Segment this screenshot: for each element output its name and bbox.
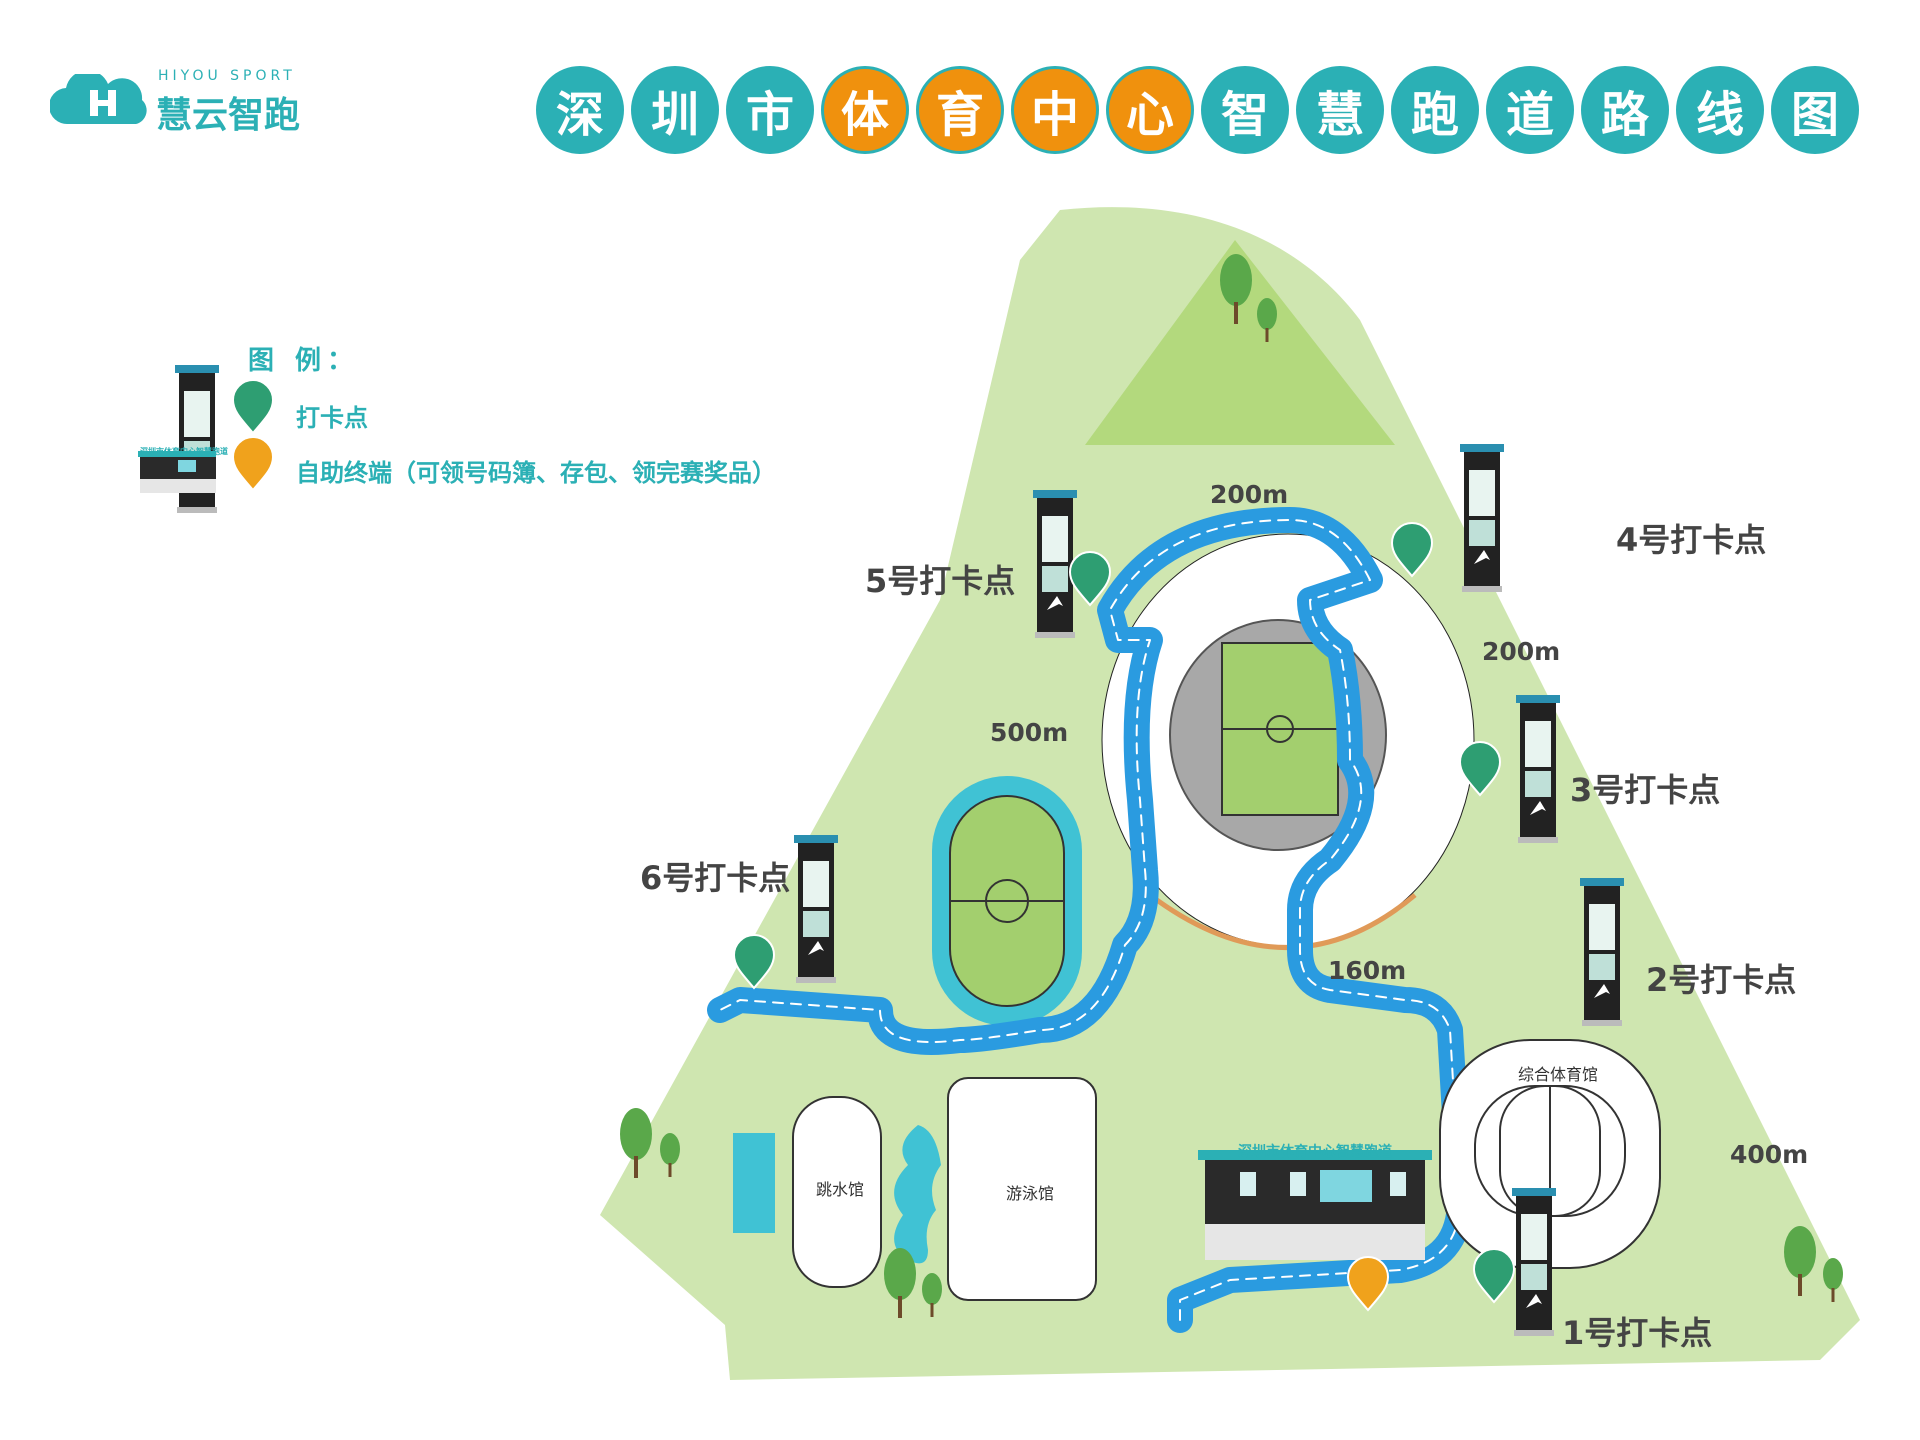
checkpoint-2-kiosk <box>1580 878 1624 1026</box>
checkpoint-label-3: 3号打卡点 <box>1570 771 1721 809</box>
checkpoint-label-5: 5号打卡点 <box>865 562 1016 600</box>
cloud-h-logo-icon <box>50 74 147 125</box>
title-char: 中 <box>1011 66 1099 154</box>
checkpoint-3-kiosk <box>1516 695 1560 843</box>
orange-arc <box>1148 892 1417 950</box>
title-char: 体 <box>821 66 909 154</box>
checkpoint-1-kiosk <box>1512 1188 1556 1336</box>
legend-checkpoint-label: 打卡点 <box>296 404 368 432</box>
legend-title: 图 例： <box>248 346 360 376</box>
distance-label: 500m <box>990 718 1069 747</box>
legend-checkpoint-pin-icon <box>231 379 275 435</box>
checkpoint-pin-icon <box>1458 741 1502 797</box>
title-char: 市 <box>726 66 814 154</box>
checkpoint-pin-icon <box>1472 1248 1516 1304</box>
legend-terminal-pin-icon <box>231 436 275 492</box>
title-char: 心 <box>1106 66 1194 154</box>
checkpoint-pin-icon <box>1390 522 1434 578</box>
venue-label-gym: 综合体育馆 <box>1518 1065 1599 1084</box>
venue-label-diving: 跳水馆 <box>816 1180 865 1199</box>
pool <box>733 1133 775 1233</box>
distance-label: 160m <box>1328 956 1407 985</box>
venue-label-swimming: 游泳馆 <box>1006 1184 1055 1203</box>
legend-terminal-kiosk <box>138 451 216 493</box>
service-terminal-kiosk <box>1198 1150 1432 1260</box>
legend-terminal-text: 自助终端（可领号码簿、存包、领完赛奖品） <box>296 459 776 487</box>
brand-english: HIYOU SPORT <box>158 68 296 84</box>
checkpoint-label-6: 6号打卡点 <box>640 859 791 897</box>
checkpoint-6-kiosk <box>794 835 838 983</box>
water-feature <box>894 1125 941 1264</box>
distance-label: 400m <box>1730 1140 1809 1169</box>
title-char: 跑 <box>1391 66 1479 154</box>
title-char: 育 <box>916 66 1004 154</box>
checkpoint-label-2: 2号打卡点 <box>1646 961 1797 999</box>
brand-chinese: 慧云智跑 <box>156 95 301 136</box>
hill <box>1085 240 1395 445</box>
checkpoint-label-1: 1号打卡点 <box>1562 1314 1713 1352</box>
swimming-hall <box>947 1077 1097 1301</box>
checkpoint-label-4: 4号打卡点 <box>1616 521 1767 559</box>
checkpoint-pin-icon <box>1068 551 1112 607</box>
terminal-pin-icon <box>1346 1256 1390 1312</box>
diving-hall <box>792 1096 882 1288</box>
map-title: 深 圳 市 体 育 中 心 智 慧 跑 道 路 线 图 <box>536 66 1859 156</box>
title-char: 圳 <box>631 66 719 154</box>
checkpoint-5-kiosk <box>1033 490 1077 638</box>
title-char: 深 <box>536 66 624 154</box>
distance-label: 200m <box>1210 480 1289 509</box>
brand-logo: HIYOU SPORT 慧云智跑 <box>50 68 310 136</box>
title-char: 路 <box>1581 66 1669 154</box>
checkpoint-4-kiosk <box>1460 444 1504 592</box>
title-char: 线 <box>1676 66 1764 154</box>
checkpoint-pin-icon <box>732 934 776 990</box>
distance-label: 200m <box>1482 637 1561 666</box>
title-char: 智 <box>1201 66 1289 154</box>
title-char: 道 <box>1486 66 1574 154</box>
kiosk-banner: 深圳市体育中心智慧跑道 <box>1238 1144 1392 1160</box>
legend-terminal-label: 自助终端（可领号码簿、存包、领完赛奖品） <box>296 453 776 488</box>
title-char: 图 <box>1771 66 1859 154</box>
title-char: 慧 <box>1296 66 1384 154</box>
legend-kiosk-banner: 深圳市体育中心智慧跑道 <box>140 447 228 456</box>
